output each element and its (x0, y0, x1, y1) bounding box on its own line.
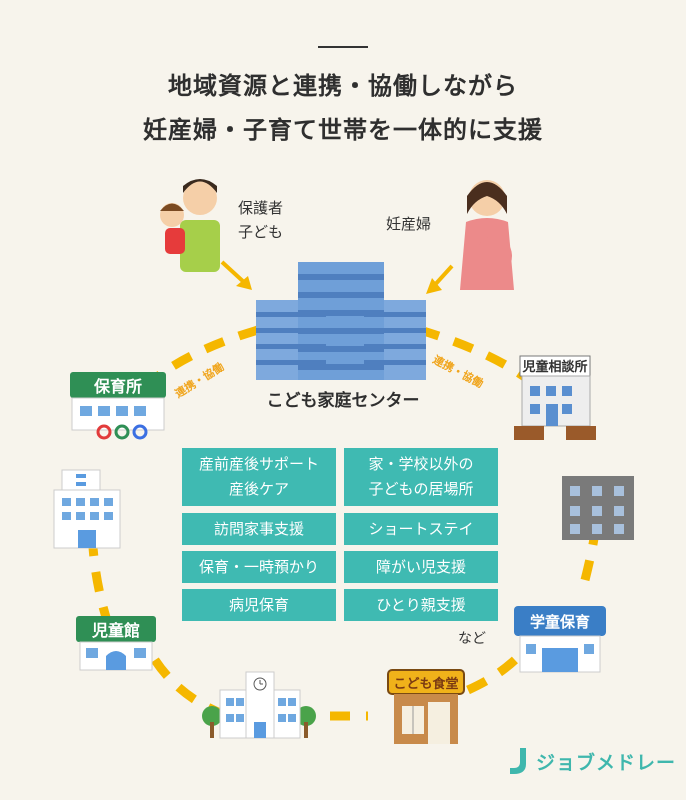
nursery-sign: 保育所 (93, 377, 142, 396)
service-label: ショートステイ (368, 519, 474, 538)
pregnant-label: 妊産婦 (386, 215, 432, 233)
title-divider (318, 46, 368, 48)
service-label: 障がい児支援 (375, 557, 466, 576)
service-label: 家・学校以外の 子どもの居場所 (368, 455, 474, 498)
service-label: 訪問家事支援 (213, 519, 304, 538)
services-more-label: など (458, 631, 486, 647)
arrow-icon-from-guardian (220, 260, 252, 290)
child-consultation-building-icon (514, 355, 596, 440)
children-hall-sign: 児童館 (91, 621, 140, 640)
children-hall-building-icon (76, 616, 156, 671)
child-consultation-sign: 児童相談所 (521, 359, 587, 375)
arrow-icon-from-pregnant (426, 264, 454, 294)
service-sick-child-care: 病児保育 (182, 589, 336, 621)
school-building-icon (202, 671, 316, 739)
pregnant-woman-icon (460, 180, 514, 290)
service-label: ひとり親支援 (376, 595, 466, 614)
nursery-building-icon (70, 372, 166, 440)
title-line-2: 妊産婦・子育て世帯を一体的に支援 (143, 116, 543, 144)
kids-cafeteria-sign: こども食堂 (393, 676, 458, 692)
title-line-1: 地域資源と連携・協働しながら (168, 72, 518, 100)
service-childcare: 保育・一時預かり (182, 551, 336, 583)
service-single-parent: ひとり親支援 (344, 589, 498, 621)
brand-logo-icon (510, 748, 526, 774)
guardian-child-icon (160, 179, 220, 272)
gray-building-icon (562, 476, 634, 540)
kids-cafeteria-icon (387, 669, 465, 744)
after-school-building-icon (514, 606, 606, 673)
service-disability-support: 障がい児支援 (344, 551, 498, 583)
guardian-label-line-1: 保護者 (238, 199, 284, 217)
service-label: 産前産後サポート 産後ケア (198, 455, 319, 498)
center-building-icon (256, 262, 426, 380)
service-label: 病児保育 (228, 595, 289, 614)
hospital-icon (53, 469, 121, 549)
guardian-label-line-2: 子ども (238, 223, 284, 241)
service-kids-place: 家・学校以外の 子どもの居場所 (344, 448, 498, 506)
guardian-label: 保護者 子ども (238, 196, 283, 244)
service-postpartum-support: 産前産後サポート 産後ケア (182, 448, 336, 506)
brand-name: ジョブメドレー (536, 752, 677, 774)
service-short-stay: ショートステイ (344, 513, 498, 545)
after-school-sign: 学童保育 (530, 613, 590, 631)
service-home-visit: 訪問家事支援 (182, 513, 336, 545)
center-label: こども家庭センター (266, 391, 420, 411)
service-label: 保育・一時預かり (198, 557, 319, 576)
link-label-right: 連携・協働 (431, 352, 486, 390)
